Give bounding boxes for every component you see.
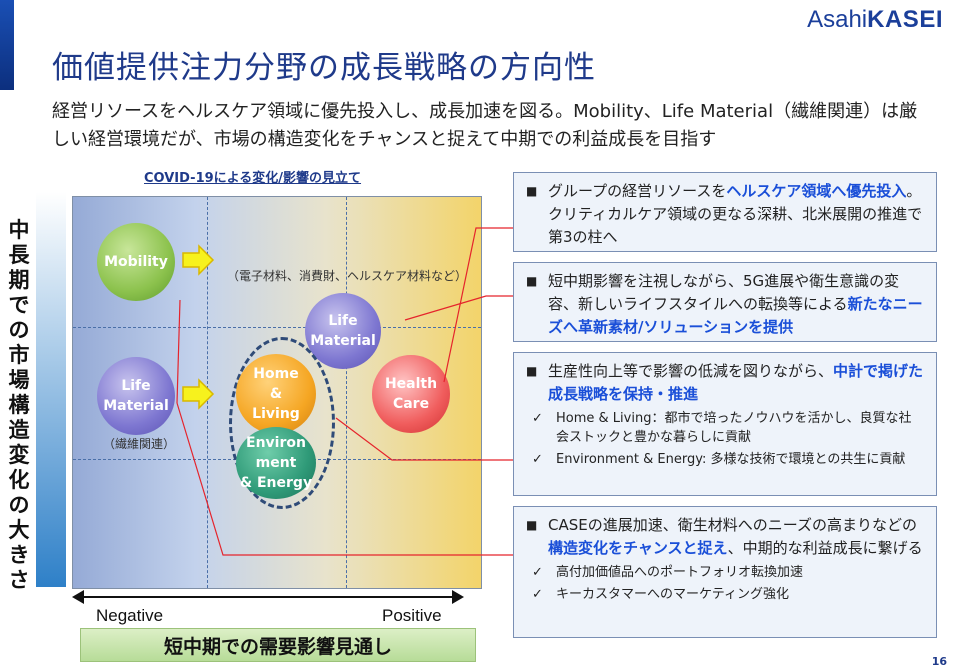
arrow-right-icon	[182, 244, 215, 276]
x-axis-negative-label: Negative	[96, 606, 164, 625]
strategy-box-healthcare: ■ グループの経営リソースをヘルスケア領域へ優先投入。クリティカルケア領域の更な…	[513, 172, 937, 252]
x-axis-right-arrow-icon	[452, 590, 464, 604]
covid-impact-label: COVID-19による変化/影響の見立て	[144, 171, 362, 186]
strategy-box-new-needs: ■ 短中期影響を注視しながら、5G進展や衛生意識の変容、新しいライフスタイルへの…	[513, 262, 937, 342]
x-axis-positive-label: Positive	[382, 606, 442, 625]
page-number: 16	[931, 655, 947, 668]
check-icon: ✓	[532, 587, 543, 602]
x-axis-label: 短中期での需要影響見通し	[80, 628, 476, 662]
top-note: （電子材料、消費財、ヘルスケア材料など）	[227, 269, 468, 283]
x-axis-line	[78, 596, 456, 598]
grid-line-h1	[73, 327, 481, 328]
arrow-right-icon	[182, 378, 215, 410]
check-icon: ✓	[532, 411, 543, 426]
strategy-box-structural-change: ■ CASEの進展加速、衛生材料へのニーズの高まりなどの構造変化をチャンスと捉え…	[513, 506, 937, 638]
page-subtitle: 経営リソースをヘルスケア領域に優先投入し、成長加速を図る。Mobility、Li…	[52, 101, 918, 150]
x-axis-left-arrow-icon	[72, 590, 84, 604]
life-material-note: （繊維関連）	[103, 437, 176, 451]
y-axis-gradient-bar	[36, 192, 66, 587]
check-icon: ✓	[532, 565, 543, 580]
grid-line-v2	[346, 197, 347, 588]
title-accent-bar	[0, 0, 14, 90]
check-icon: ✓	[532, 452, 543, 467]
bubble-mobility: Mobility	[97, 223, 175, 301]
check-item: ✓高付加価値品へのポートフォリオ転換加速	[532, 565, 804, 580]
page-title: 価値提供注力分野の成長戦略の方向性	[52, 50, 596, 86]
company-logo: AsahiKASEI	[807, 6, 943, 33]
strategy-box-midterm-plan: ■ 生産性向上等で影響の低減を図りながら、中計で掲げた成長戦略を保持・推進 ✓H…	[513, 352, 937, 496]
check-item: ✓Environment & Energy: 多様な技術で環境との共生に貢献	[532, 452, 906, 467]
check-item: ✓Home & Living：都市で培ったノウハウを活かし、良質な社会ストックと…	[532, 411, 912, 445]
y-axis-label: 中長期での市場構造変化の大きさ	[8, 218, 30, 592]
bubble-home-living: Home&Living	[236, 354, 316, 434]
check-item: ✓キーカスタマーへのマーケティング強化	[532, 587, 789, 602]
